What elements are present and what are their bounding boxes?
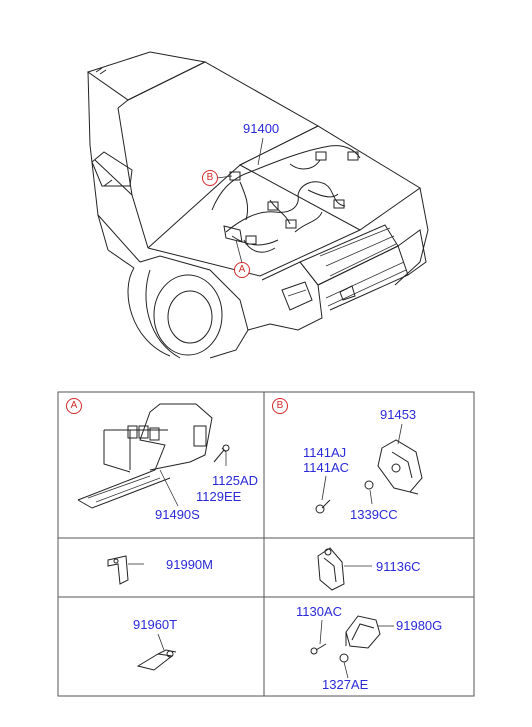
part-label-91960t: 91960T (133, 617, 178, 632)
part-label-1339cc: 1339CC (350, 507, 398, 522)
part-label-91453: 91453 (380, 407, 417, 422)
panel-b-marker: B (272, 398, 288, 414)
part-label-1327ae: 1327AE (322, 677, 369, 692)
callout-b-marker: B (202, 170, 218, 186)
part-label-91990m: 91990M (166, 557, 213, 572)
part-label-91490s: 91490S (155, 507, 200, 522)
sensor-drawing (310, 615, 394, 679)
callout-a-marker: A (234, 262, 250, 278)
bracket-drawing (107, 555, 144, 585)
harness-part-label: 91400 (243, 121, 280, 136)
clip-drawing (317, 547, 372, 591)
part-label-91980g: 91980G (396, 618, 443, 633)
wiring-harness (211, 137, 361, 264)
panel-b-drawing (315, 423, 423, 514)
part-label-1130ac: 1130AC (296, 604, 343, 619)
part-label-91136c: 91136C (376, 559, 421, 574)
holder-drawing (136, 633, 177, 671)
vehicle-illustration (86, 51, 429, 359)
part-label-1141ac: 1141AC (303, 460, 350, 475)
parts-grid (57, 391, 475, 697)
panel-a-marker: A (66, 398, 82, 414)
part-label-1141aj: 1141AJ (303, 445, 347, 460)
part-label-1129ee: 1129EE (196, 489, 242, 504)
panel-a-drawing (77, 403, 230, 509)
part-label-1125ad: 1125AD (212, 473, 259, 488)
